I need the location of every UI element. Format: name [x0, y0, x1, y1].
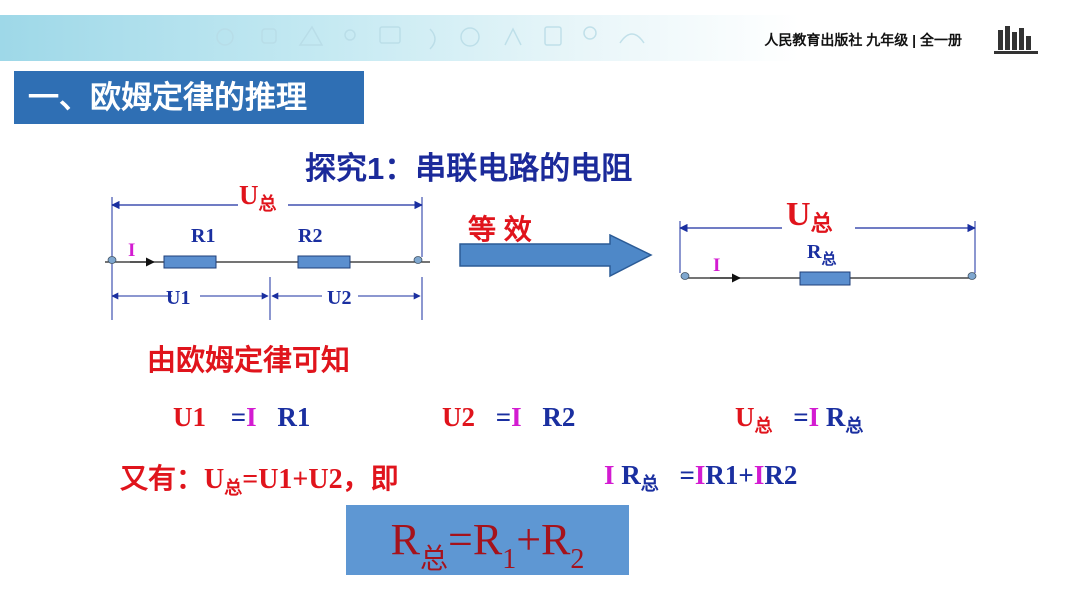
- equivalent-arrow-icon: [459, 234, 653, 278]
- u1-label: U1: [166, 287, 191, 309]
- left-total-voltage-label: U总: [239, 180, 277, 214]
- header-band: [0, 15, 1066, 61]
- books-logo-icon: [994, 26, 1038, 54]
- decorative-doodles-icon: [216, 25, 645, 50]
- right-current-label: I: [713, 255, 721, 276]
- equation-u-total: U总 =I R总: [735, 402, 864, 436]
- r1-label: R1: [191, 225, 216, 247]
- result-highlight-box: [346, 505, 629, 575]
- r-total-label: R总: [807, 241, 837, 268]
- section-title: 一、欧姆定律的推理: [14, 71, 364, 124]
- derived-equation: I R总 =IR1+IR2: [604, 460, 798, 494]
- u2-label: U2: [327, 287, 352, 309]
- left-current-label: I: [128, 240, 136, 261]
- r2-label: R2: [298, 225, 323, 247]
- equivalent-circuit-diagram: [679, 221, 977, 286]
- equation-u2: U2 =I R2: [442, 402, 576, 432]
- series-circuit-diagram: [105, 197, 430, 320]
- ohm-law-note: 由欧姆定律可知: [147, 345, 351, 377]
- publisher-label: 人民教育出版社 九年级 | 全一册: [764, 32, 962, 48]
- also-line: 又有：U总=U1+U2，即: [120, 463, 399, 498]
- equation-u1: U1 =I R1: [173, 402, 311, 432]
- result-formula: R总=R1+R2: [390, 515, 585, 575]
- equivalent-label: 等 效: [468, 214, 532, 245]
- right-total-voltage-label: U总: [786, 196, 833, 236]
- subtitle: 探究1：串联电路的电阻: [305, 151, 633, 186]
